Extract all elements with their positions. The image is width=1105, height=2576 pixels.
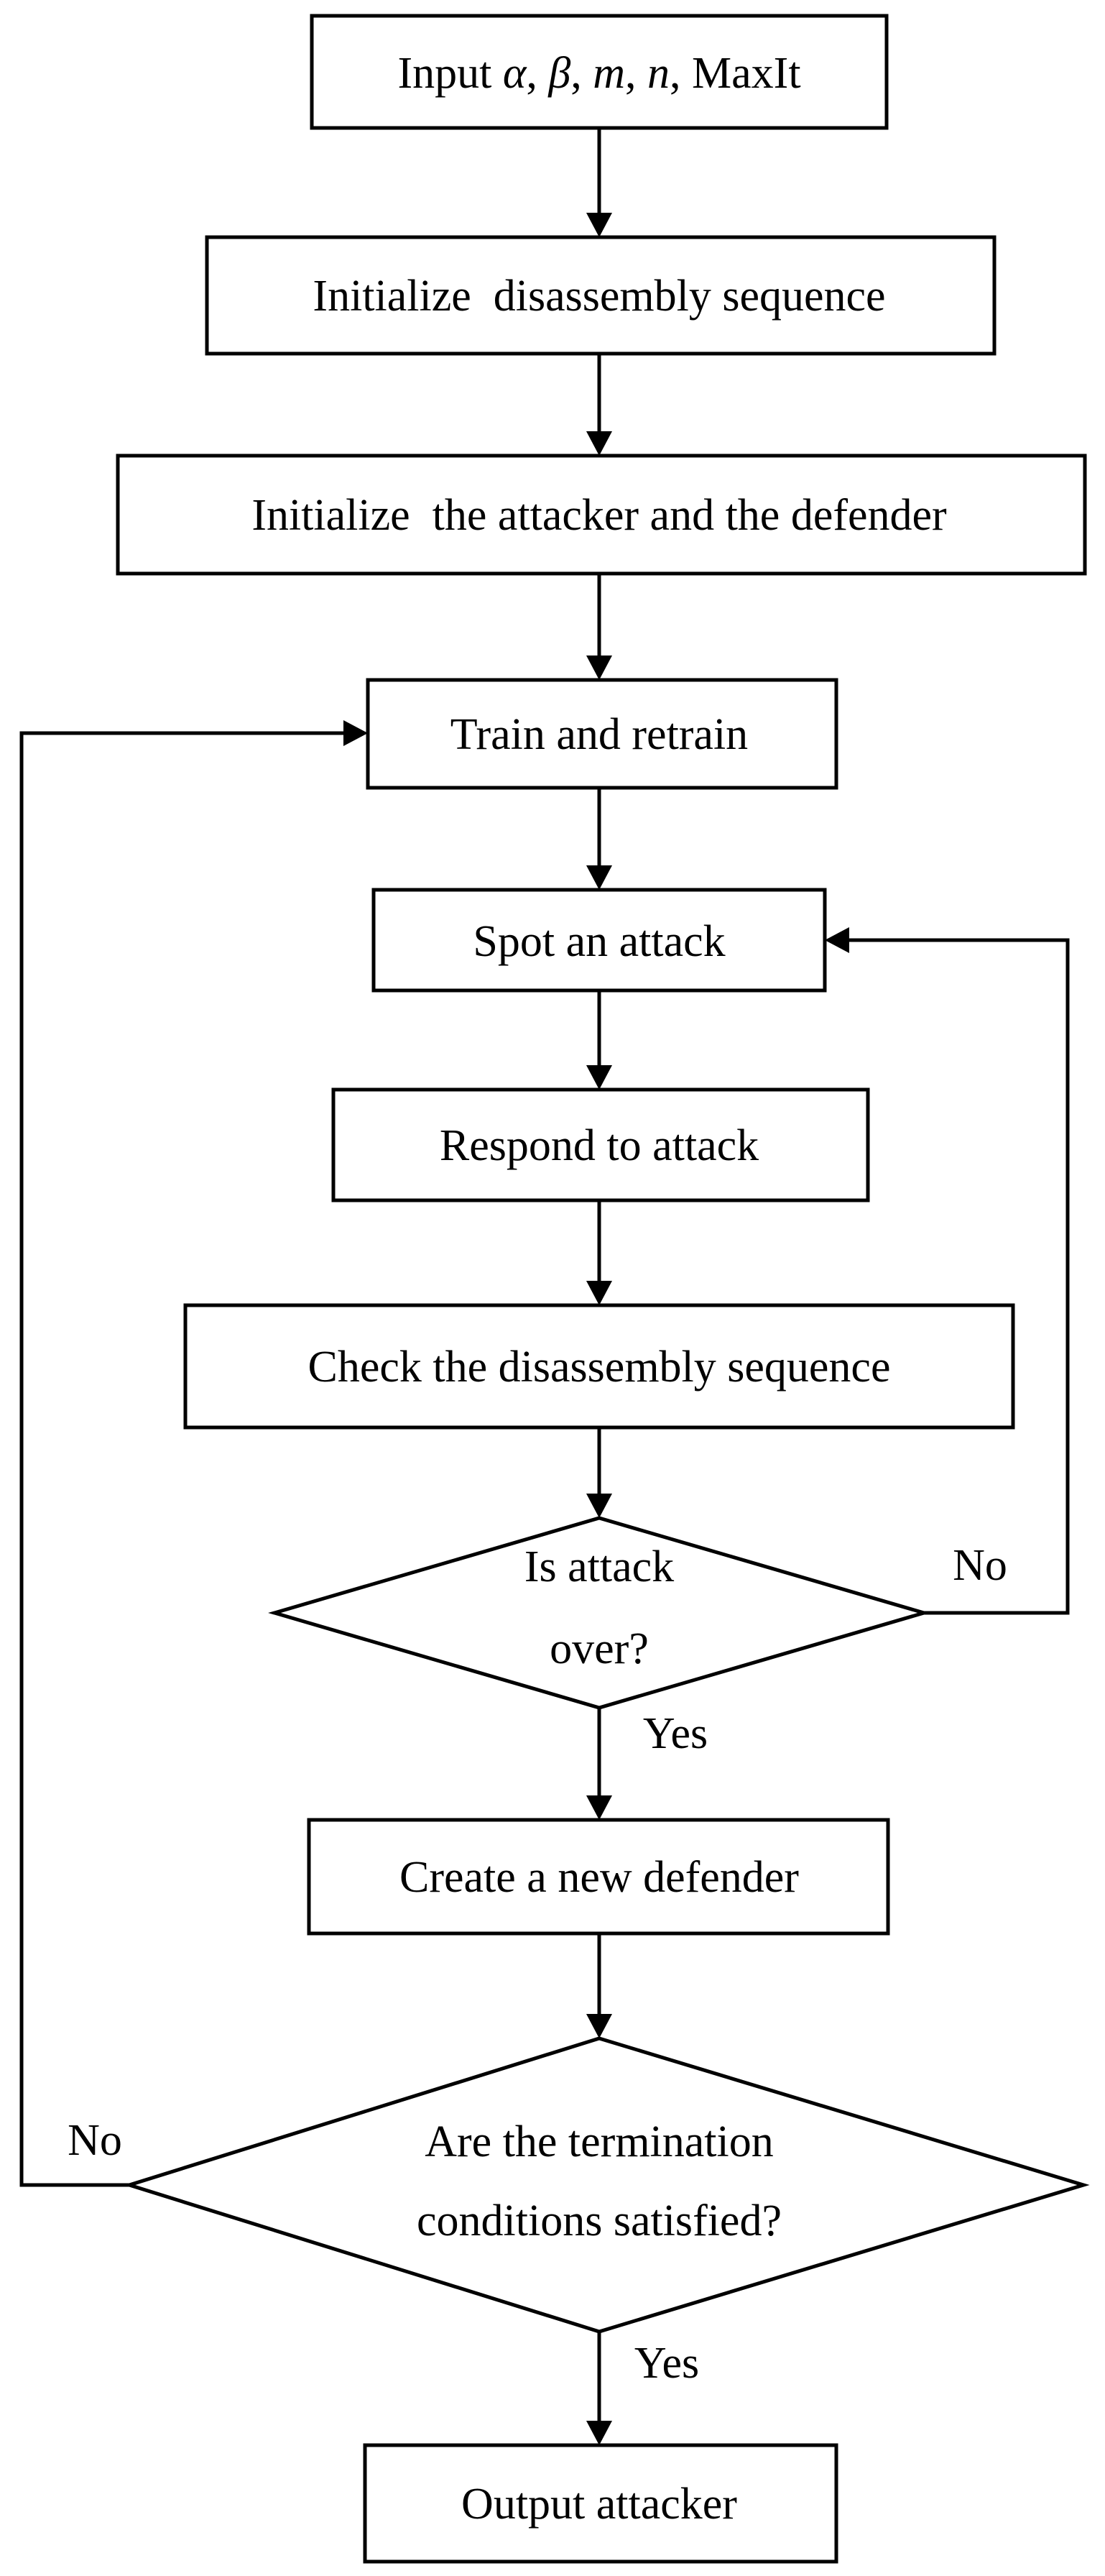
init-sequence-label: Initialize disassembly sequence bbox=[313, 272, 885, 321]
termination-no-label: No bbox=[68, 2116, 122, 2165]
termination-label-line2: conditions satisfied? bbox=[417, 2196, 782, 2245]
arrowhead-new-defender bbox=[586, 1795, 612, 1820]
termination-label-line1: Are the termination bbox=[425, 2117, 774, 2166]
init-sequence-box bbox=[205, 235, 997, 356]
output-label: Output attacker bbox=[461, 2480, 737, 2529]
attack-over-label-line1: Is attack bbox=[524, 1542, 674, 1591]
respond-box bbox=[331, 1087, 870, 1202]
input-box bbox=[310, 14, 889, 130]
new-defender-box bbox=[307, 1818, 890, 1936]
arrowhead-spot-loop bbox=[825, 927, 849, 953]
arrowhead-check bbox=[586, 1281, 612, 1305]
attack-over-yes-label: Yes bbox=[643, 1709, 708, 1758]
arrowhead-init-agents bbox=[586, 431, 612, 456]
new-defender-label: Create a new defender bbox=[399, 1853, 799, 1902]
arrowhead-attack-over bbox=[586, 1494, 612, 1518]
alpha-symbol: α bbox=[503, 49, 527, 98]
train-label: Train and retrain bbox=[450, 710, 748, 759]
beta-symbol: β bbox=[547, 49, 570, 98]
edge-attack-over-no-loop bbox=[848, 938, 1070, 1615]
arrowhead-respond bbox=[586, 1065, 612, 1090]
attack-over-label-line2: over? bbox=[550, 1624, 649, 1673]
n-symbol: n bbox=[647, 49, 670, 98]
arrowhead-spot bbox=[586, 865, 612, 890]
edge-termination-no-loop bbox=[19, 731, 345, 2187]
check-label: Check the disassembly sequence bbox=[308, 1343, 891, 1392]
spot-label: Spot an attack bbox=[473, 917, 725, 966]
respond-label: Respond to attack bbox=[440, 1121, 759, 1170]
m-symbol: m bbox=[593, 49, 625, 98]
termination-yes-label: Yes bbox=[634, 2339, 699, 2388]
train-box bbox=[366, 678, 838, 790]
init-agents-label: Initialize the attacker and the defender bbox=[251, 491, 947, 540]
arrowhead-train-loop bbox=[343, 720, 368, 746]
arrowhead-train bbox=[586, 656, 612, 680]
arrowhead-output bbox=[586, 2421, 612, 2445]
arrowhead-init-sequence bbox=[586, 213, 612, 237]
attack-over-no-label: No bbox=[953, 1541, 1007, 1590]
termination-diamond bbox=[123, 2036, 1090, 2334]
init-agents-box bbox=[116, 454, 1087, 576]
arrowhead-termination bbox=[586, 2014, 612, 2038]
input-label: Input α, β, m, n, MaxIt bbox=[397, 49, 800, 98]
output-box bbox=[363, 2443, 838, 2564]
